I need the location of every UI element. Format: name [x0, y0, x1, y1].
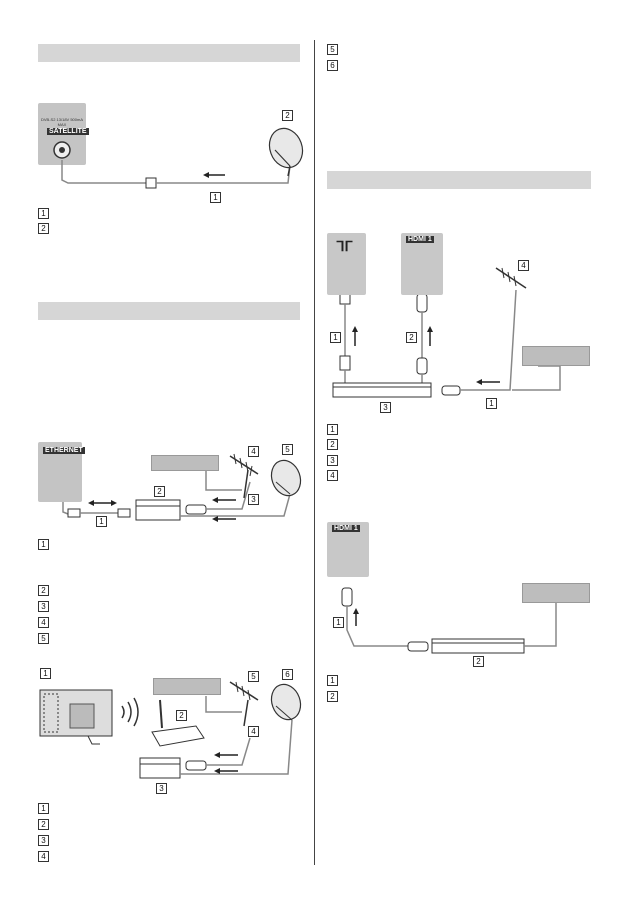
callout-av-3: 3 [327, 455, 338, 466]
callout-wifi-2-diagram: 2 [176, 710, 187, 721]
callout-wifi-4: 4 [38, 851, 49, 862]
callout-av-4-diagram: 4 [518, 260, 529, 271]
section-bar-av-devices [327, 171, 591, 189]
callout-av-1-diagram: 1 [486, 398, 497, 409]
callout-sat-2: 2 [38, 223, 49, 234]
callout-av-1-left-diagram: 1 [330, 332, 341, 343]
device-box-av [522, 346, 590, 366]
callout-av-2-diagram: 2 [406, 332, 417, 343]
callout-sat-2-diagram: 2 [282, 110, 293, 121]
callout-top-5: 5 [327, 44, 338, 55]
satellite-terminal-label: SATELLITE [47, 128, 89, 135]
callout-net-4-diagram: 4 [248, 446, 259, 457]
callout-net-5-diagram: 5 [282, 444, 293, 455]
callout-av-2: 2 [327, 439, 338, 450]
callout-net-3: 3 [38, 601, 49, 612]
callout-net-3-diagram: 3 [248, 494, 259, 505]
callout-av-1: 1 [327, 424, 338, 435]
callout-wifi-5-diagram: 5 [248, 671, 259, 682]
callout-hdmi-1-diagram: 1 [333, 617, 344, 628]
hdmi-terminal-label-2: HDMI 1 [332, 525, 360, 532]
callout-sat-1-diagram: 1 [210, 192, 221, 203]
callout-net-5: 5 [38, 633, 49, 644]
section-bar-network [38, 302, 300, 320]
column-divider [314, 40, 315, 865]
callout-wifi-1: 1 [38, 803, 49, 814]
antenna-terminal-panel [327, 233, 366, 295]
callout-wifi-2: 2 [38, 819, 49, 830]
callout-wifi-1-diagram: 1 [40, 668, 51, 679]
callout-sat-1: 1 [38, 208, 49, 219]
callout-net-2: 2 [38, 585, 49, 596]
callout-av-4: 4 [327, 470, 338, 481]
antenna-symbol: ᒣᒥ [336, 238, 353, 254]
callout-wifi-6-diagram: 6 [282, 669, 293, 680]
callout-wifi-3: 3 [38, 835, 49, 846]
callout-hdmi-1: 1 [327, 675, 338, 686]
hdmi-terminal-panel [401, 233, 443, 295]
callout-top-6: 6 [327, 60, 338, 71]
callout-hdmi-2: 2 [327, 691, 338, 702]
ethernet-terminal-label: ETHERNET [43, 447, 85, 454]
callout-wifi-3-diagram: 3 [156, 783, 167, 794]
callout-net-1: 1 [38, 539, 49, 550]
callout-net-4: 4 [38, 617, 49, 628]
section-bar-satellite [38, 44, 300, 62]
device-box-network [151, 455, 219, 471]
callout-wifi-4-diagram: 4 [248, 726, 259, 737]
device-box-wifi [153, 678, 221, 695]
hdmi-terminal-label: HDMI 1 [406, 236, 434, 243]
satellite-terminal-small-text: DVB-S2 13/18V 500mA MAX [40, 117, 84, 127]
callout-net-1-diagram: 1 [96, 516, 107, 527]
callout-net-2-diagram: 2 [154, 486, 165, 497]
device-box-hdmi [522, 583, 590, 603]
callout-av-3-diagram: 3 [380, 402, 391, 413]
callout-hdmi-2-diagram: 2 [473, 656, 484, 667]
